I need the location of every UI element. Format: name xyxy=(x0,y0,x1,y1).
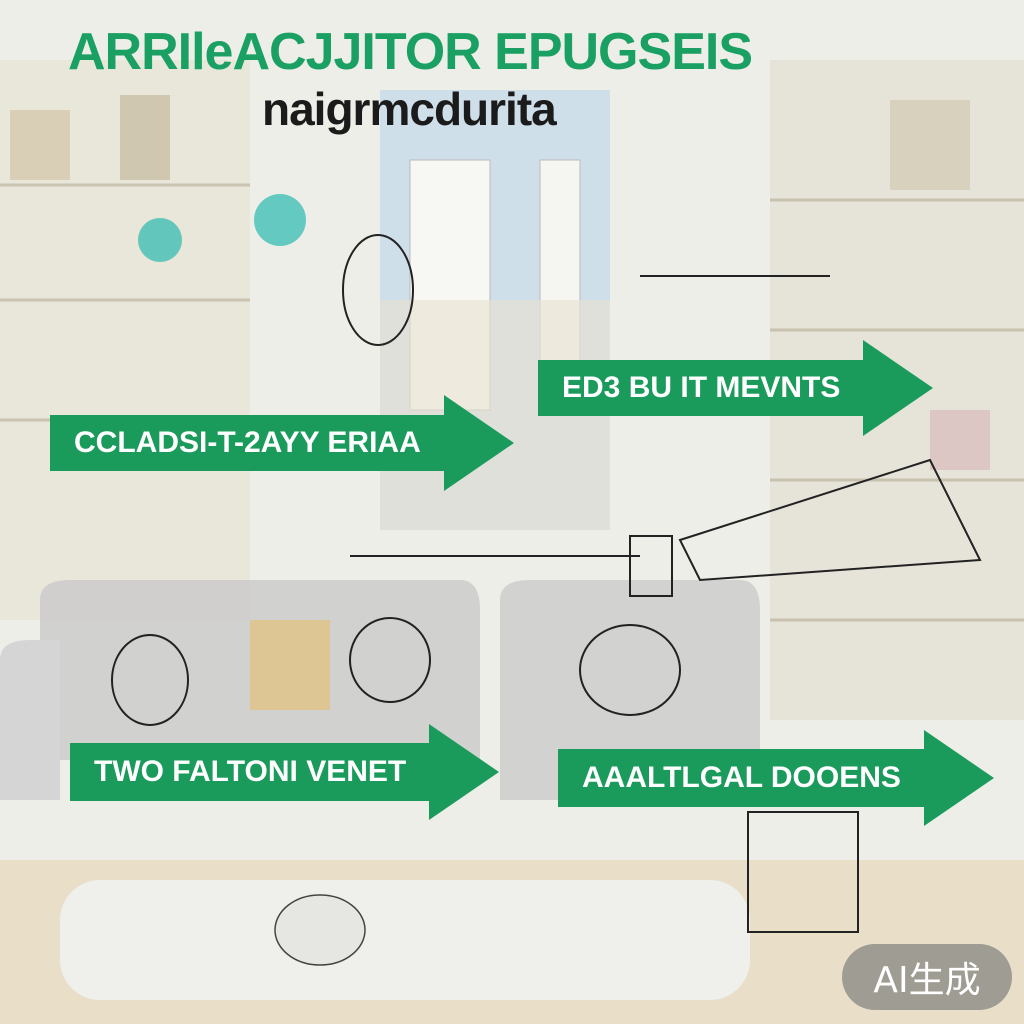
diagram-subtitle: naigrmcdurita xyxy=(262,83,557,135)
banner-bottom-left: TWO FALTONI VENET xyxy=(70,724,500,820)
banner-bottom-right-label: AAALTLGAL DOOENS xyxy=(558,749,925,807)
banner-bottom-left-label: TWO FALTONI VENET xyxy=(70,743,431,801)
diagram-title: ARRIleACJJITOR EPUGSEIS xyxy=(68,23,753,81)
banner-mid-left: CCLADSI-T-2AYY ERIAA xyxy=(50,395,514,491)
banner-mid-left-label: CCLADSI-T-2AYY ERIAA xyxy=(50,415,445,471)
banner-bottom-right: AAALTLGAL DOOENS xyxy=(558,730,994,826)
banner-top-right: ED3 BU IT MEVNTS xyxy=(538,340,934,436)
arrow-right-icon xyxy=(923,730,994,826)
arrow-right-icon xyxy=(863,340,934,436)
arrow-right-icon xyxy=(429,724,500,820)
arrow-right-icon xyxy=(443,395,514,491)
banner-top-right-label: ED3 BU IT MEVNTS xyxy=(538,360,865,416)
ai-generated-badge: AI生成 xyxy=(842,944,1012,1010)
